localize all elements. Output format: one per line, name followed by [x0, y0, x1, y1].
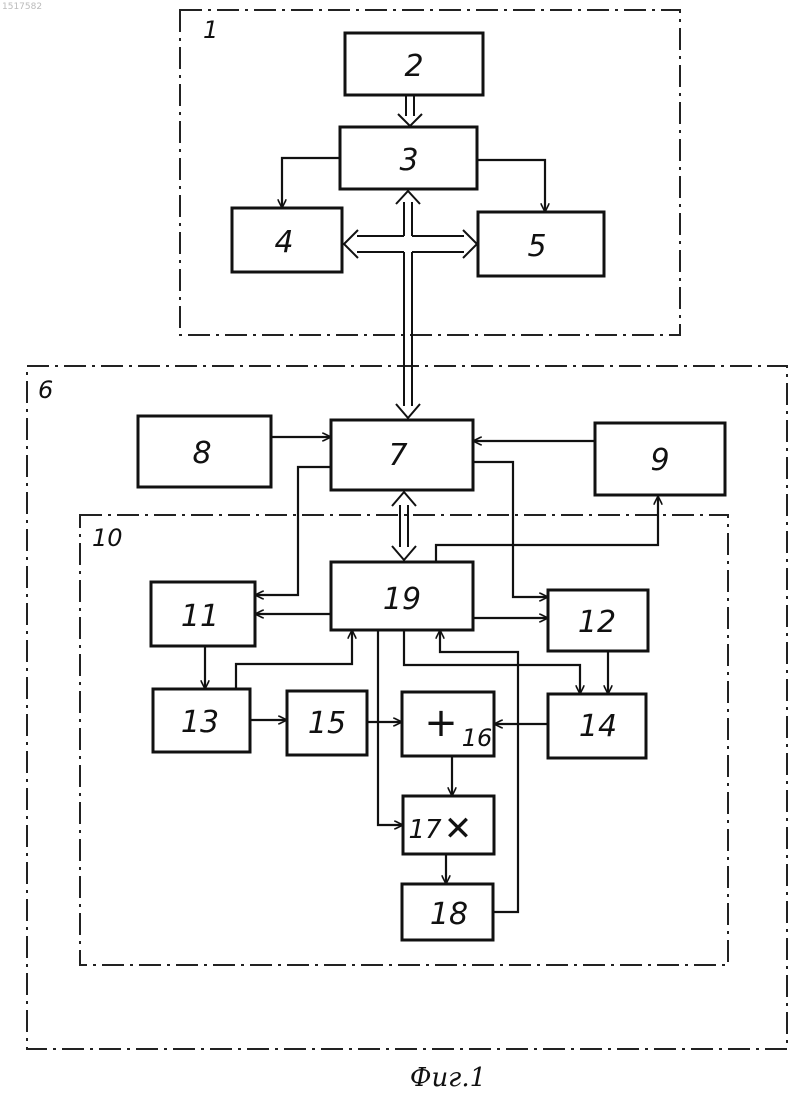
block-18-label: 18	[430, 897, 468, 932]
link-19-9	[436, 497, 658, 562]
bus-2-3	[398, 95, 422, 126]
document-number: 1517582	[2, 2, 42, 12]
block-15-label: 15	[308, 706, 346, 741]
group-1-outline	[180, 10, 680, 335]
link-13-19	[236, 631, 352, 689]
block-3-label: 3	[399, 143, 418, 178]
group-1-label: 1	[203, 16, 218, 44]
link-3-4	[282, 158, 340, 207]
sum-symbol: +	[424, 700, 458, 746]
block-16-label: 16	[462, 724, 493, 752]
bus-7-19	[392, 492, 416, 560]
group-6-label: 6	[38, 376, 53, 404]
link-7-12	[473, 462, 547, 597]
block-17-label: 17	[408, 815, 442, 845]
block-8-label: 8	[192, 436, 211, 471]
block-4-label: 4	[274, 225, 293, 260]
group-10-label: 10	[92, 524, 123, 552]
link-3-5	[477, 160, 545, 211]
block-7-label: 7	[388, 438, 407, 473]
bus-3-4-5-7	[344, 191, 477, 418]
block-12-label: 12	[578, 605, 616, 640]
block-13-label: 13	[181, 705, 219, 740]
figure-caption: Фиг.1	[410, 1063, 486, 1093]
block-19-label: 19	[383, 582, 421, 617]
link-19-17	[378, 630, 402, 825]
block-2-label: 2	[404, 49, 423, 84]
link-19-14	[404, 630, 580, 693]
block-11-label: 11	[181, 599, 219, 634]
block-5-label: 5	[527, 229, 546, 264]
mul-symbol: ✕	[444, 809, 473, 849]
block-9-label: 9	[650, 443, 669, 478]
block-14-label: 14	[579, 709, 617, 744]
